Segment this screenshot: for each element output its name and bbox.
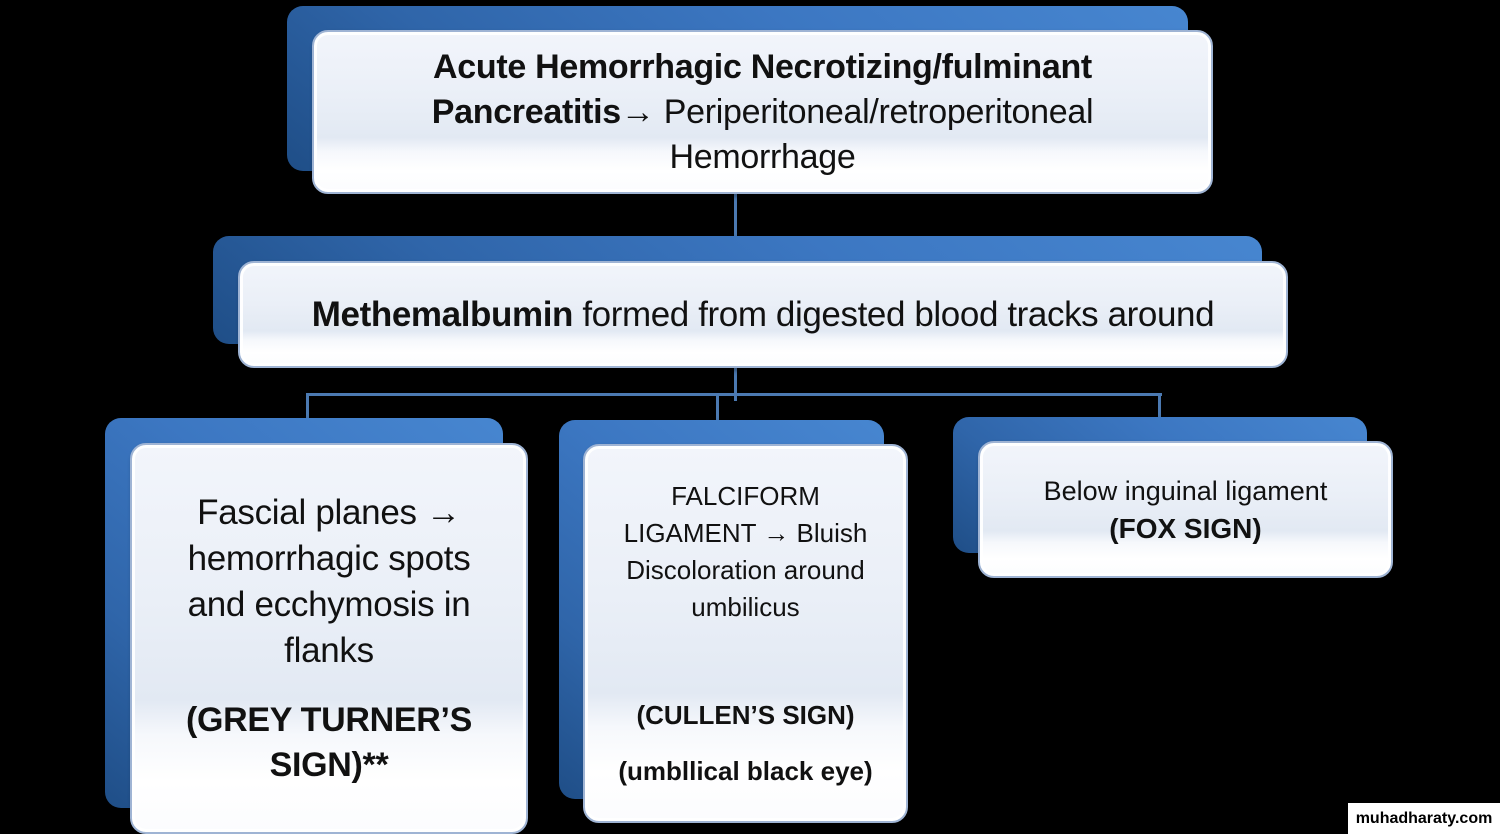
connector-drop-right [1158, 393, 1161, 419]
connector-drop-left [306, 393, 309, 420]
connector-drop-middle [716, 393, 719, 422]
root-node-text-rest: Periperitoneal/retroperitoneal Hemorrhag… [663, 92, 1094, 176]
root-node: Acute Hemorrhagic Necrotizing/fulminant … [312, 30, 1213, 194]
cullen-sign-text: (CULLEN’S SIGN) [636, 700, 855, 730]
root-node-text: Acute Hemorrhagic Necrotizing/fulminant … [432, 45, 1094, 180]
level2-node-text: Methemalbumin formed from digested blood… [311, 294, 1215, 335]
fox-node: Below inguinal ligament (FOX SIGN) [978, 441, 1393, 578]
level2-node: Methemalbumin formed from digested blood… [238, 261, 1288, 368]
grey-turner-node: Fascial planes → hemorrhagic spots and e… [130, 443, 528, 834]
watermark-text: muhadharaty.com [1355, 809, 1493, 827]
level2-node-text-bold: Methemalbumin [311, 294, 574, 334]
connector-root-to-level2 [734, 170, 737, 238]
connector-branch-bar [306, 393, 1162, 396]
level2-node-text-rest: formed from digested blood tracks around [573, 294, 1215, 334]
watermark-badge: muhadharaty.com [1348, 803, 1500, 834]
fox-sign-text: (FOX SIGN) [1109, 512, 1262, 544]
cullen-node: FALCIFORM LIGAMENT → Bluish Discoloratio… [583, 444, 908, 823]
connector-level2-stem [734, 345, 737, 401]
grey-turner-body-text: Fascial planes → hemorrhagic spots and e… [187, 492, 471, 670]
cullen-sign2-text: (umbllical black eye) [618, 756, 873, 786]
cullen-body-text: FALCIFORM LIGAMENT → Bluish Discoloratio… [623, 481, 868, 622]
fox-body-text: Below inguinal ligament [1043, 475, 1328, 506]
root-node-text-bold: Acute Hemorrhagic Necrotizing/fulminant … [431, 47, 1093, 131]
grey-turner-sign-text: (GREY TURNER’S SIGN)** [185, 700, 473, 784]
